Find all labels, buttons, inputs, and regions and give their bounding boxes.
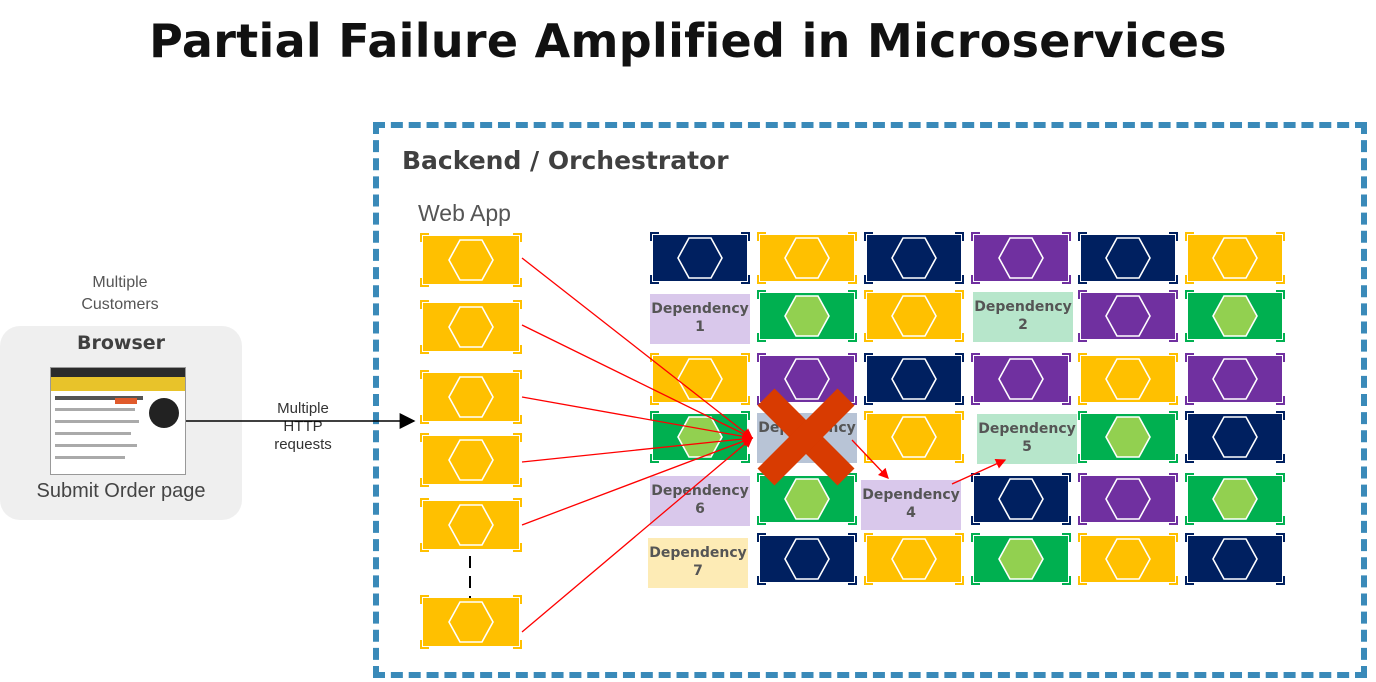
customers-line2: Customers: [81, 296, 159, 313]
microservice-tile: [864, 533, 964, 585]
site-text-line: [55, 444, 137, 447]
dependency-4-line1: Dependency: [862, 487, 960, 503]
microservice-tile: [1185, 533, 1285, 585]
microservice-tile: [650, 353, 750, 405]
microservice-tile: [971, 353, 1071, 405]
request-arrow-5: [521, 436, 754, 526]
dependency-2: Dependency 2: [973, 292, 1073, 342]
dependency-6-line2: 6: [695, 501, 705, 517]
dependency-6-line1: Dependency: [651, 483, 749, 499]
browser-chrome-bar: [51, 368, 185, 377]
webapp-service-tile: [420, 370, 522, 424]
microservice-tile: [1078, 411, 1178, 463]
microservice-tile: [864, 290, 964, 342]
dependency-1: Dependency 1: [650, 294, 750, 344]
request-arrow-6: [521, 437, 753, 633]
microservice-tile: [1185, 411, 1285, 463]
dependency-chain-arrow-1: [851, 439, 889, 479]
microservice-tile: [1185, 290, 1285, 342]
site-text-line: [55, 456, 125, 459]
dependency-2-line2: 2: [1018, 317, 1028, 333]
microservice-tile: [971, 473, 1071, 525]
http-line2: HTTP requests: [274, 418, 332, 453]
dependency-7-line2: 7: [693, 563, 703, 579]
diagram-title: Partial Failure Amplified in Microservic…: [149, 14, 1227, 68]
webapp-service-tile: [420, 233, 522, 287]
microservice-tile: [1078, 290, 1178, 342]
dependency-1-line2: 1: [695, 319, 705, 335]
site-text-line: [55, 408, 135, 411]
webapp-service-tile: [420, 498, 522, 552]
microservice-tile: [1078, 533, 1178, 585]
http-requests-label: Multiple HTTP requests: [262, 400, 344, 454]
dependency-5-line1: Dependency: [978, 421, 1076, 437]
webapp-service-tile: [420, 300, 522, 354]
dependency-chain-arrow-2: [951, 459, 1007, 485]
site-button: [115, 398, 137, 404]
microservice-tile: [971, 533, 1071, 585]
dependency-1-line1: Dependency: [651, 301, 749, 317]
microservice-tile: [757, 232, 857, 284]
webapp-service-tile: [420, 595, 522, 649]
microservice-tile: [864, 232, 964, 284]
dependency-2-line1: Dependency: [974, 299, 1072, 315]
failure-x-icon: [757, 388, 855, 486]
webapp-label: Web App: [418, 200, 511, 226]
browser-title: Browser: [76, 332, 166, 354]
site-text-line: [55, 432, 131, 435]
http-line1: Multiple: [277, 400, 329, 417]
request-arrow-1: [521, 257, 754, 439]
microservice-tile: [1078, 353, 1178, 405]
microservice-tile: [864, 411, 964, 463]
browser-panel: Browser Submit Order page: [0, 326, 242, 520]
dependency-7: Dependency 7: [648, 538, 748, 588]
webapp-service-tile: [420, 433, 522, 487]
microservice-tile: [1185, 473, 1285, 525]
request-arrow-2: [521, 324, 754, 439]
request-arrow-3: [521, 396, 754, 442]
backend-orchestrator-frame: [373, 122, 1367, 678]
customers-label: Multiple Customers: [60, 272, 180, 316]
dependency-5: Dependency 5: [977, 414, 1077, 464]
site-text-line: [55, 420, 139, 423]
site-header-bar: [51, 377, 185, 391]
request-arrow-4: [521, 433, 754, 463]
customers-line1: Multiple: [92, 274, 148, 291]
dependency-6: Dependency 6: [650, 476, 750, 526]
site-text-line: [55, 396, 143, 400]
dependency-4: Dependency 4: [861, 480, 961, 530]
microservice-tile: [650, 232, 750, 284]
microservice-tile: [1078, 473, 1178, 525]
backend-label: Backend / Orchestrator: [402, 146, 729, 175]
microservice-tile: [757, 533, 857, 585]
browser-screenshot: [50, 367, 186, 475]
dependency-7-line1: Dependency: [649, 545, 747, 561]
microservice-tile: [971, 232, 1071, 284]
site-logo-image: [149, 398, 179, 428]
dependency-5-line2: 5: [1022, 439, 1032, 455]
microservice-tile: [757, 290, 857, 342]
microservice-tile: [1185, 232, 1285, 284]
microservice-tile: [1078, 232, 1178, 284]
browser-caption: Submit Order page: [36, 480, 206, 502]
microservice-tile: [864, 353, 964, 405]
microservice-tile: [1185, 353, 1285, 405]
dependency-4-line2: 4: [906, 505, 916, 521]
